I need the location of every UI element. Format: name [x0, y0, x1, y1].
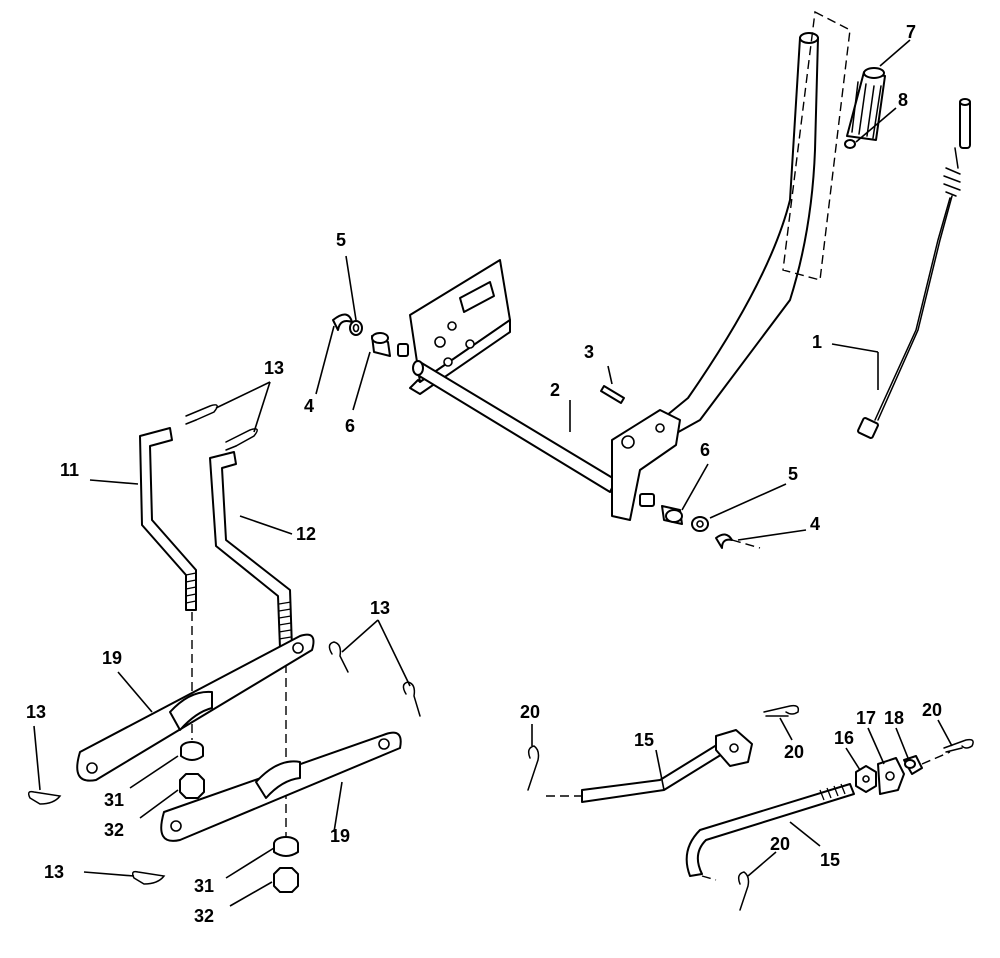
left-hardware — [332, 313, 409, 357]
callout-17: 17 — [856, 708, 876, 728]
callout-31-lower: 31 — [194, 876, 214, 896]
handle-grip — [846, 67, 886, 141]
shaft-bracket — [611, 409, 681, 521]
spacer-31-upper — [180, 741, 204, 761]
hairpin-clip-arm-bottom — [131, 870, 166, 885]
hairpin-clip-top-right — [225, 428, 258, 451]
callout-6-left: 6 — [345, 416, 355, 436]
callout-11: 11 — [60, 460, 79, 480]
hairpin-clip-arm-right-a — [328, 641, 349, 673]
callout-4-left: 4 — [304, 396, 314, 416]
callout-labels: 1 2 3 4 5 6 6 5 4 7 8 11 12 13 13 13 13 … — [26, 22, 942, 926]
alignment-line-ferrule — [921, 751, 951, 765]
callout-12: 12 — [296, 524, 316, 544]
callout-15-upper: 15 — [634, 730, 654, 750]
callout-19-upper: 19 — [102, 648, 122, 668]
callout-20-bottom: 20 — [770, 834, 790, 854]
callout-4-right: 4 — [810, 514, 820, 534]
callout-19-lower: 19 — [330, 826, 350, 846]
callout-32-upper: 32 — [104, 820, 124, 840]
callout-31-upper: 31 — [104, 790, 124, 810]
hairpin-clip-arm-right-b — [402, 681, 421, 717]
callout-16: 16 — [834, 728, 854, 748]
bracket-17 — [877, 757, 905, 795]
lift-shaft — [412, 360, 617, 493]
hairpin-clip-arm-left — [27, 790, 62, 805]
callout-2: 2 — [550, 380, 560, 400]
callout-32-lower: 32 — [194, 906, 214, 926]
callout-13-top: 13 — [264, 358, 284, 378]
nut-32-upper — [179, 773, 205, 799]
spacer-31-lower — [273, 836, 299, 857]
leader-lines — [33, 39, 953, 907]
hairpin-clip-20-bottom — [737, 871, 750, 911]
lift-link-11 — [139, 427, 197, 611]
callout-1: 1 — [812, 332, 822, 352]
callout-3: 3 — [584, 342, 594, 362]
handle-knob — [844, 139, 856, 149]
hairpin-clip-20-right — [943, 738, 974, 753]
hairpin-clip-top-left — [185, 404, 218, 425]
callout-8: 8 — [898, 90, 908, 110]
hairpin-clip-20-left — [527, 745, 540, 791]
ferrule-18 — [903, 755, 923, 775]
hairpin-clip-20-top — [763, 704, 800, 717]
jam-nut-16 — [855, 765, 877, 793]
roll-pin — [600, 385, 625, 404]
callout-13-right: 13 — [370, 598, 390, 618]
callout-20-left: 20 — [520, 702, 540, 722]
lift-arm-lower — [160, 731, 402, 842]
adjustment-rod-lower — [685, 783, 855, 881]
lift-link-12 — [209, 451, 293, 649]
callout-18: 18 — [884, 708, 904, 728]
callout-20-right: 20 — [922, 700, 942, 720]
callout-13-left: 13 — [26, 702, 46, 722]
callout-5-right: 5 — [788, 464, 798, 484]
lift-cable — [857, 98, 971, 439]
lift-handle — [654, 32, 819, 441]
callout-20-top: 20 — [784, 742, 804, 762]
callout-6-right: 6 — [700, 440, 710, 460]
lift-arm-upper — [76, 633, 315, 782]
nut-32-lower — [273, 867, 299, 893]
adjustment-rod-upper — [546, 729, 753, 803]
callout-5-left: 5 — [336, 230, 346, 250]
callout-7: 7 — [906, 22, 916, 42]
callout-13-bottom: 13 — [44, 862, 64, 882]
callout-15-lower: 15 — [820, 850, 840, 870]
right-hardware — [639, 493, 761, 549]
